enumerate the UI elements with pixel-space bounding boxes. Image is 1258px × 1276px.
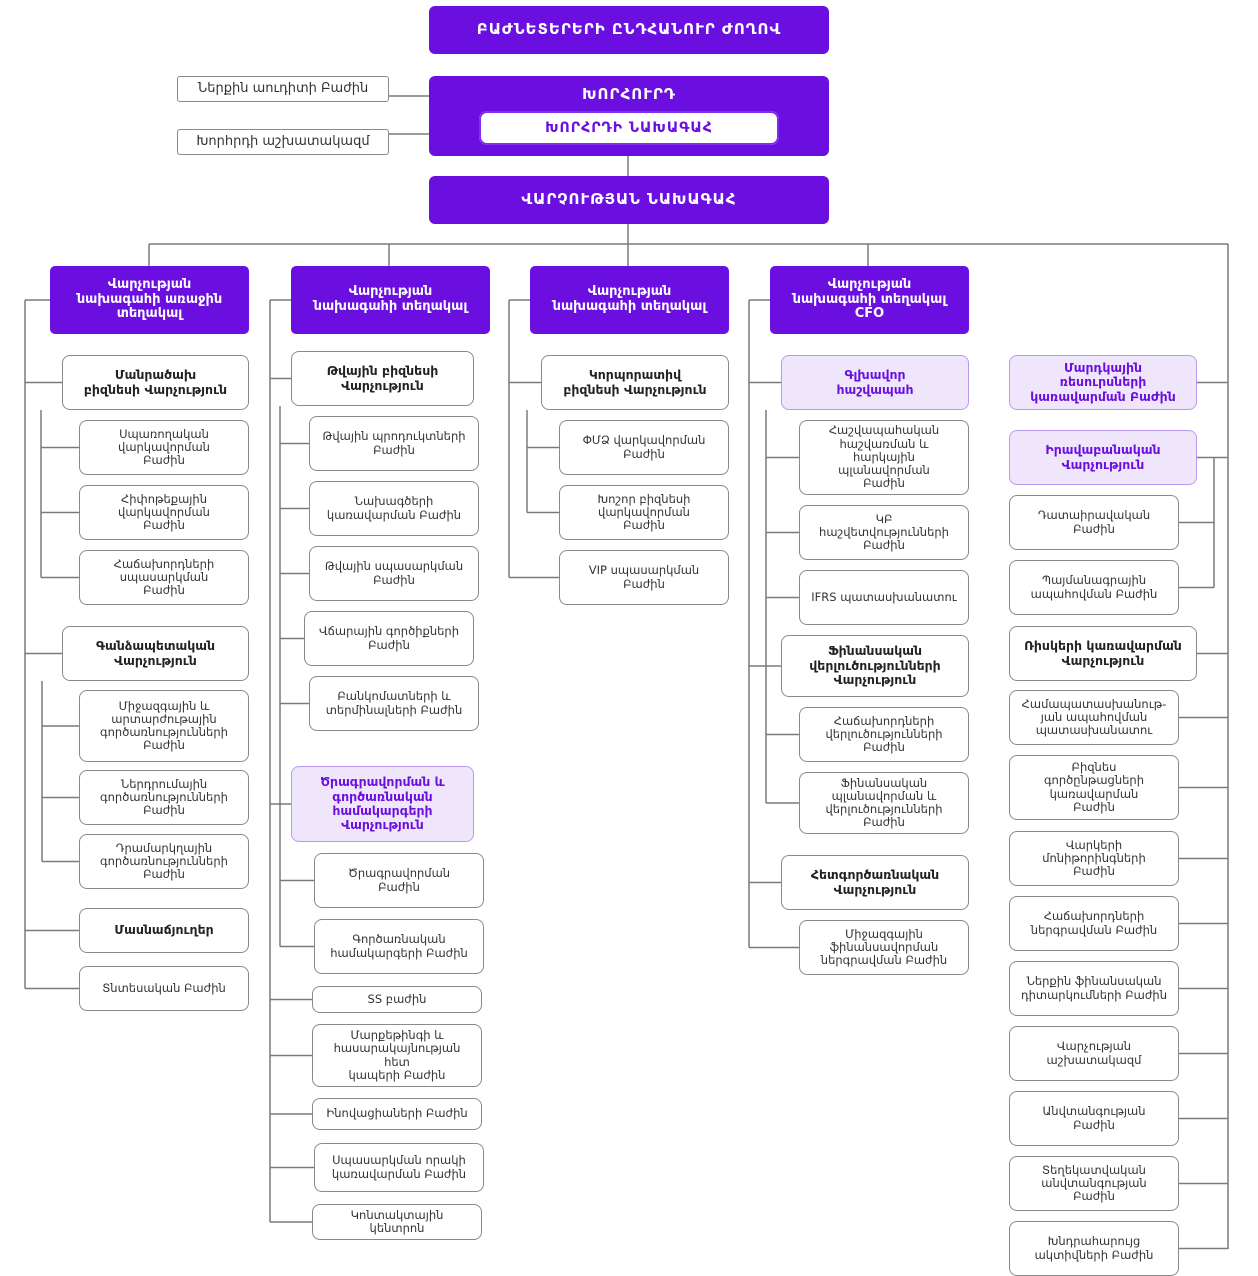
department-box: Ներդրումային գործառնությունների Բաժին <box>79 770 249 825</box>
vp-header-3: Վարչության նախագահի տեղակալ <box>530 266 729 334</box>
division-box: Ֆինանսական վերլուծությունների Վարչությու… <box>781 635 969 697</box>
department-box: Մարքեթինգի և հասարակայնության հետ կապերի… <box>312 1024 482 1087</box>
department-box: Համապատասխանութ- յան ապահովման պատասխանա… <box>1009 690 1179 745</box>
department-box: Հաճախորդների սպասարկման Բաժին <box>79 550 249 605</box>
department-box: Վարչության աշխատակազմ <box>1009 1026 1179 1081</box>
department-box: Դատաիրավական Բաժին <box>1009 495 1179 550</box>
department-box: ԿԲ հաշվետվությունների Բաժին <box>799 505 969 560</box>
department-box: ՓՄՁ վարկավորման Բաժին <box>559 420 729 475</box>
division-box: Հետգործառնական Վարչություն <box>781 855 969 910</box>
department-box: Հաշվապահական հաշվառման և հարկային պլանավ… <box>799 420 969 495</box>
division-box: Իրավաբանական Վարչություն <box>1009 430 1197 485</box>
council-chair-box: ԽՈՐՀՐԴԻ ՆԱԽԱԳԱՀ <box>479 111 779 145</box>
vp-header-1: Վարչության նախագահի առաջին տեղակալ <box>50 266 249 334</box>
division-box: Մասնաճյուղեր <box>79 908 249 953</box>
vp-header-4: Վարչության նախագահի տեղակալ CFO <box>770 266 969 334</box>
division-box: Կորպորատիվ բիզնեսի Վարչություն <box>541 355 729 410</box>
department-box: Պայմանագրային ապահովման Բաժին <box>1009 560 1179 615</box>
department-box: Վարկերի մոնիթորինգների Բաժին <box>1009 831 1179 886</box>
council-staff-box: Խորհրդի աշխատակազմ <box>177 129 389 155</box>
division-box: Ռիսկերի կառավարման Վարչություն <box>1009 626 1197 681</box>
department-box: Խոշոր բիզնեսի վարկավորման Բաժին <box>559 485 729 540</box>
department-box: Թվային սպասարկման Բաժին <box>309 546 479 601</box>
department-box: Ծրագրավորման Բաժին <box>314 853 484 908</box>
department-box: VIP սպասարկման Բաժին <box>559 550 729 605</box>
department-box: Կոնտակտային կենտրոն <box>312 1204 482 1240</box>
board-chair-box: ՎԱՐՉՈՒԹՅԱՆ ՆԱԽԱԳԱՀ <box>429 176 829 224</box>
department-box: Բանկոմատների և տերմինալների Բաժին <box>309 676 479 731</box>
department-box: Միջազգային ֆինանսավորման ներգրավման Բաժի… <box>799 920 969 975</box>
division-box: Թվային բիզնեսի Վարչություն <box>291 351 474 406</box>
general-meeting-box: ԲԱԺՆԵՏԵՐԵՐԻ ԸՆԴՀԱՆՈՒՐ ԺՈՂՈՎ <box>429 6 829 54</box>
department-box: Ֆինանսական պլանավորման և վերլուծությունն… <box>799 772 969 834</box>
department-box: SS բաժին <box>312 986 482 1013</box>
department-box: Սպասարկման որակի կառավարման Բաժին <box>314 1143 484 1192</box>
vp-header-2: Վարչության նախագահի տեղակալ <box>291 266 490 334</box>
division-box: Մարդկային ռեսուրսների կառավարման Բաժին <box>1009 355 1197 410</box>
department-box: Խնդրահարույց ակտիվների Բաժին <box>1009 1221 1179 1276</box>
department-box: Անվտանգության Բաժին <box>1009 1091 1179 1146</box>
division-box: Ծրագրավորման և գործառնական համակարգերի Վ… <box>291 766 474 842</box>
department-box: Թվային պրոդուկտների Բաժին <box>309 416 479 471</box>
department-box: Վճարային գործիքների Բաժին <box>304 611 474 666</box>
division-box: Գանձապետական Վարչություն <box>62 626 249 681</box>
division-box: Գլխավոր հաշվապահ <box>781 355 969 410</box>
department-box: Տնտեսական Բաժին <box>79 966 249 1011</box>
department-box: Գործառնական համակարգերի Բաժին <box>314 919 484 974</box>
department-box: Ինովացիաների Բաժին <box>312 1098 482 1130</box>
department-box: Սպառողական վարկավորման Բաժին <box>79 420 249 475</box>
department-box: Միջազգային և արտարժութային գործառնությու… <box>79 690 249 762</box>
division-box: Մանրածախ բիզնեսի Վարչություն <box>62 355 249 410</box>
department-box: Ներքին ֆինանսական դիտարկումների Բաժին <box>1009 961 1179 1016</box>
department-box: Հիփոթեքային վարկավորման Բաժին <box>79 485 249 540</box>
internal-audit-box: Ներքին աուդիտի Բաժին <box>177 76 389 102</box>
department-box: IFRS պատասխանատու <box>799 570 969 625</box>
department-box: Տեղեկատվական անվտանգության Բաժին <box>1009 1156 1179 1211</box>
department-box: Դրամարկղային գործառնությունների Բաժին <box>79 834 249 889</box>
department-box: Նախագծերի կառավարման Բաժին <box>309 481 479 536</box>
department-box: Հաճախորդների վերլուծությունների Բաժին <box>799 707 969 762</box>
department-box: Բիզնես գործընթացների կառավարման Բաժին <box>1009 755 1179 820</box>
department-box: Հաճախորդների ներգրավման Բաժին <box>1009 896 1179 951</box>
